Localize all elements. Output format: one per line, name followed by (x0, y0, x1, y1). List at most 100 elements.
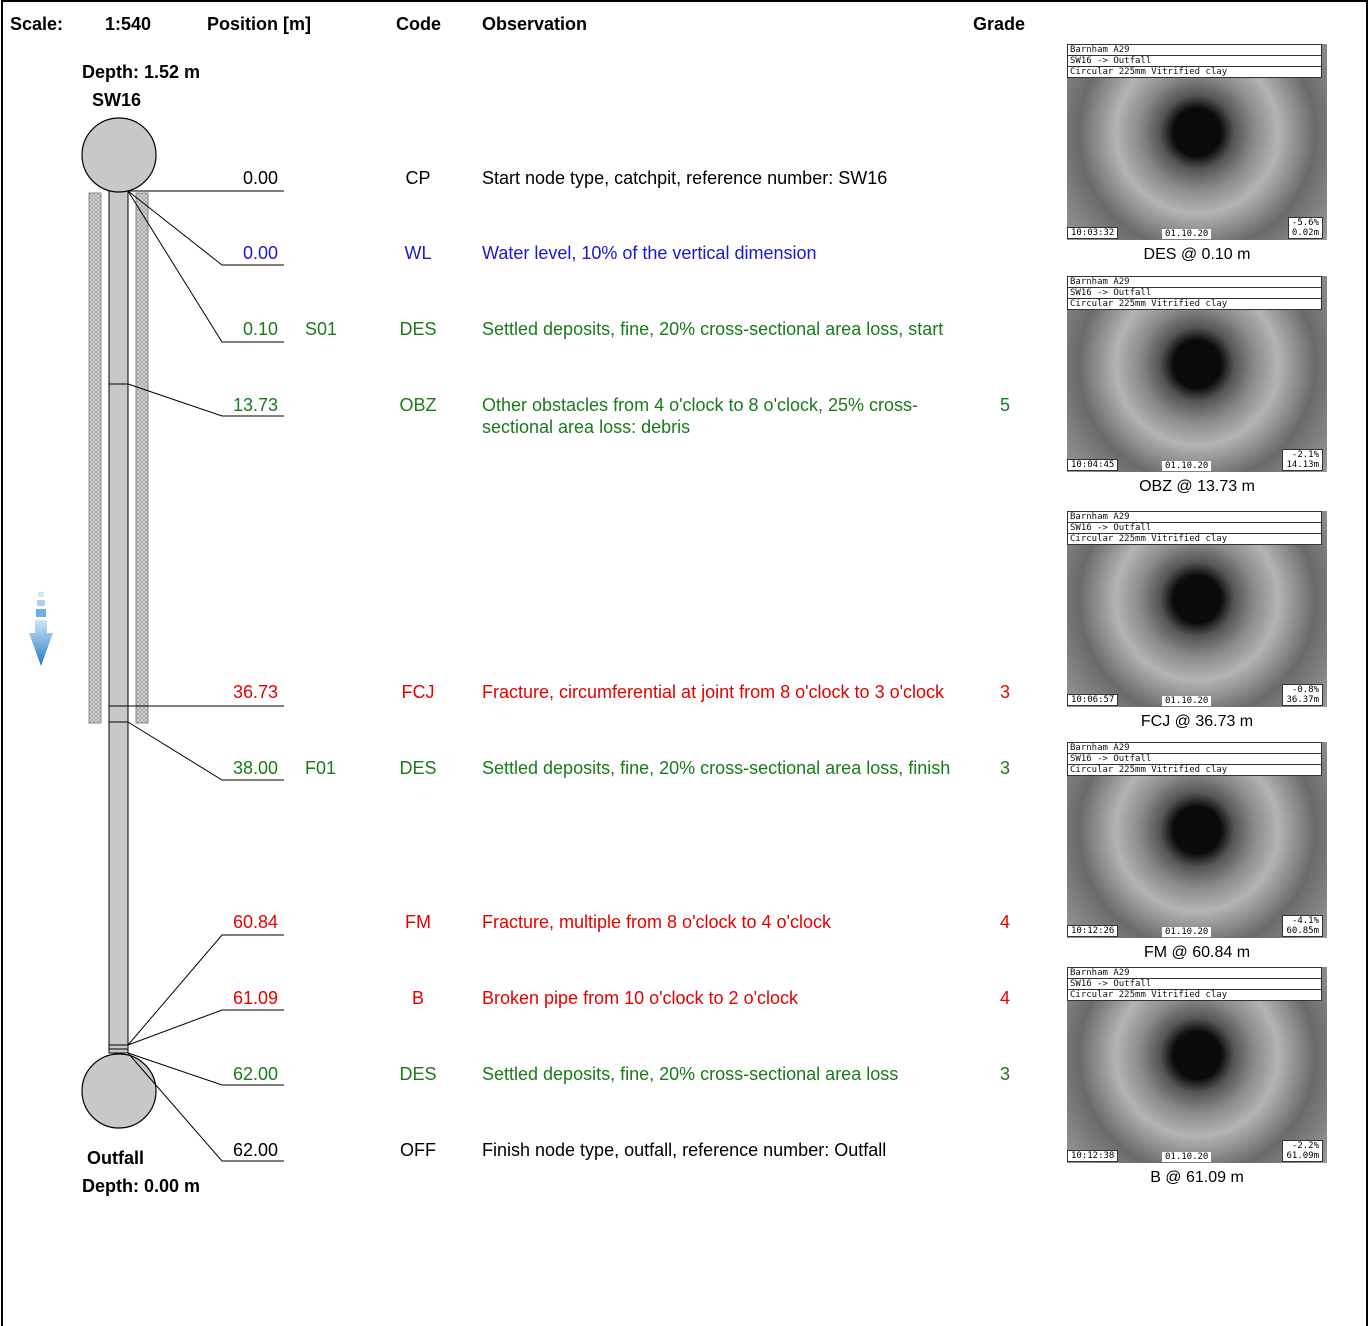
scale-label: Scale: (10, 14, 64, 34)
overlay-line: Circular 225mm Vitrified clay (1067, 534, 1322, 545)
cctv-gradient: -4.1% (1291, 916, 1319, 926)
start-node-name: SW16 (92, 90, 142, 110)
position-value: 62.00 (232, 1140, 278, 1160)
observation-row: 38.00 F01 DES Settled deposits, fine, 20% c… (0, 757, 1040, 817)
observation-text: Settled deposits, fine, 20% cross-sectio… (482, 758, 951, 778)
finish-node-circle (81, 1053, 157, 1129)
cctv-date: 01.10.20 (1162, 696, 1212, 706)
cctv-gradient-distance: -2.2%61.09m (1282, 1140, 1323, 1162)
cctv-gradient-distance: -5.6%0.02m (1287, 217, 1323, 239)
observation-code: CP (405, 168, 431, 188)
cctv-time: 10:12:26 (1067, 925, 1119, 937)
observation-text: Other obstacles from 4 o'clock to 8 o'cl… (482, 395, 919, 437)
grade-value: 3 (999, 682, 1010, 702)
cctv-date: 01.10.20 (1162, 229, 1212, 239)
cctv-gradient: -0.8% (1291, 685, 1319, 695)
cctv-date: 01.10.20 (1162, 1152, 1212, 1162)
cctv-gradient-distance: -0.8%36.37m (1282, 684, 1323, 706)
position-header: Position [m] (207, 14, 311, 34)
observation-code: FCJ (401, 682, 435, 702)
observation-code: OFF (400, 1140, 436, 1160)
position-value: 60.84 (232, 912, 278, 932)
cctv-time: 10:04:45 (1067, 459, 1119, 471)
continuous-ref: F01 (305, 758, 337, 778)
finish-node-name: Outfall (87, 1148, 144, 1168)
position-value: 62.00 (232, 1064, 278, 1084)
observation-text: Start node type, catchpit, reference num… (482, 168, 888, 188)
cctv-time: 10:03:32 (1067, 227, 1119, 239)
thumbnail-caption: DES @ 0.10 m (1143, 246, 1251, 263)
position-value: 13.73 (232, 395, 278, 415)
lining-left (88, 192, 102, 724)
observation-text: Broken pipe from 10 o'clock to 2 o'clock (482, 988, 799, 1008)
position-value: 0.00 (242, 168, 278, 188)
grade-value: 4 (999, 912, 1010, 932)
observation-row: 13.73 OBZ Other obstacles from 4 o'clock t… (0, 394, 1040, 454)
cctv-distance: 0.02m (1291, 228, 1319, 238)
continuous-ref: S01 (305, 319, 338, 339)
observation-text: Settled deposits, fine, 20% cross-sectio… (482, 319, 944, 339)
observation-row: 62.00 OFF Finish node type, outfall, refer… (0, 1139, 1040, 1199)
observation-code: FM (405, 912, 431, 932)
overlay-line: Barnham A29 (1067, 742, 1322, 754)
observation-code: DES (399, 319, 437, 339)
position-value: 38.00 (232, 758, 278, 778)
overlay-line: Barnham A29 (1067, 967, 1322, 979)
thumbnail-caption: OBZ @ 13.73 m (1139, 478, 1255, 495)
overlay-line: Barnham A29 (1067, 511, 1322, 523)
start-node-depth: Depth: 1.52 m (82, 62, 201, 82)
start-node-circle (81, 117, 157, 193)
position-value: 36.73 (232, 682, 278, 702)
grade-header: Grade (973, 14, 1026, 34)
cctv-gradient: -2.2% (1291, 1141, 1319, 1151)
observation-text: Finish node type, outfall, reference num… (482, 1140, 887, 1160)
scale-value: 1:540 (105, 14, 152, 34)
cctv-gradient-distance: -4.1%60.85m (1282, 915, 1323, 937)
flow-arrow-icon (29, 592, 53, 666)
cctv-date: 01.10.20 (1162, 461, 1212, 471)
observation-code: WL (404, 243, 432, 263)
overlay-line: SW16 -> Outfall (1067, 523, 1322, 534)
position-value: 61.09 (232, 988, 278, 1008)
cctv-time: 10:06:57 (1067, 694, 1119, 706)
thumbnail-caption: B @ 61.09 m (1150, 1169, 1244, 1186)
finish-node-depth: Depth: 0.00 m (82, 1176, 201, 1196)
grade-value: 3 (999, 1064, 1010, 1084)
observation-code: OBZ (399, 395, 437, 415)
leader-lines (127, 190, 284, 1162)
observation-code: B (411, 988, 424, 1008)
cctv-gradient: -5.6% (1291, 218, 1319, 228)
overlay-line: SW16 -> Outfall (1067, 754, 1322, 765)
observation-row: 0.00 WL Water level, 10% of the vertical d… (0, 242, 1040, 302)
cctv-distance: 60.85m (1286, 926, 1319, 936)
cctv-distance: 36.37m (1286, 695, 1319, 705)
overlay-line: Barnham A29 (1067, 276, 1322, 288)
overlay-line: Circular 225mm Vitrified clay (1067, 67, 1322, 78)
position-value: 0.00 (242, 243, 278, 263)
grade-value: 4 (999, 988, 1010, 1008)
thumbnail-caption: FM @ 60.84 m (1143, 944, 1251, 961)
overlay-line: Circular 225mm Vitrified clay (1067, 299, 1322, 310)
overlay-line: SW16 -> Outfall (1067, 288, 1322, 299)
observation-text: Water level, 10% of the vertical dimensi… (482, 243, 817, 263)
thumbnail-caption: FCJ @ 36.73 m (1140, 713, 1254, 730)
observation-code: DES (399, 758, 437, 778)
grade-value: 5 (999, 395, 1010, 415)
cctv-time: 10:12:38 (1067, 1150, 1119, 1162)
